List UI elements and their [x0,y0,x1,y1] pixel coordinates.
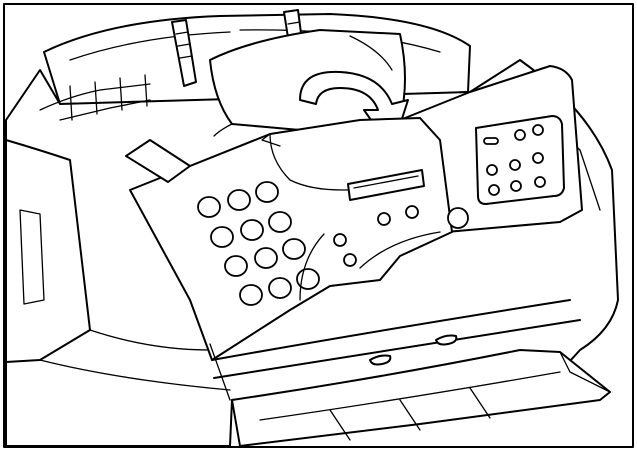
keypad-key[interactable] [255,181,279,203]
output-tray [231,349,611,447]
function-button[interactable] [333,233,347,247]
one-touch-key[interactable] [509,159,521,171]
one-touch-key[interactable] [510,180,522,192]
keypad-key[interactable] [224,255,248,277]
one-touch-key[interactable] [532,152,544,164]
front-slots [369,334,458,366]
keypad-key[interactable] [240,219,264,241]
figure-frame [3,3,634,448]
keypad-key[interactable] [239,284,263,306]
function-button[interactable] [377,212,391,226]
one-touch-key[interactable] [514,129,526,141]
fax-machine [5,9,619,447]
front-face [211,299,571,361]
paper-guide-left [171,19,197,87]
panel-hinge [125,139,191,183]
keypad-key[interactable] [268,211,292,233]
lcd-display [347,169,425,201]
keypad-key[interactable] [227,189,251,211]
keypad-key[interactable] [210,226,234,248]
one-touch-key[interactable] [483,137,499,145]
side-panel [5,139,91,363]
function-button[interactable] [405,205,419,219]
keypad-key[interactable] [197,196,221,218]
keypad-key[interactable] [282,238,306,260]
start-button[interactable] [447,207,469,229]
one-touch-key[interactable] [532,124,544,136]
function-buttons [299,205,469,301]
one-touch-key[interactable] [486,164,498,176]
one-touch-key[interactable] [488,184,500,196]
numeric-keypad [197,181,320,306]
one-touch-keypad [475,115,565,205]
keypad-key[interactable] [268,277,292,299]
keypad-key[interactable] [254,247,278,269]
function-button[interactable] [343,253,357,267]
one-touch-key[interactable] [534,176,546,188]
